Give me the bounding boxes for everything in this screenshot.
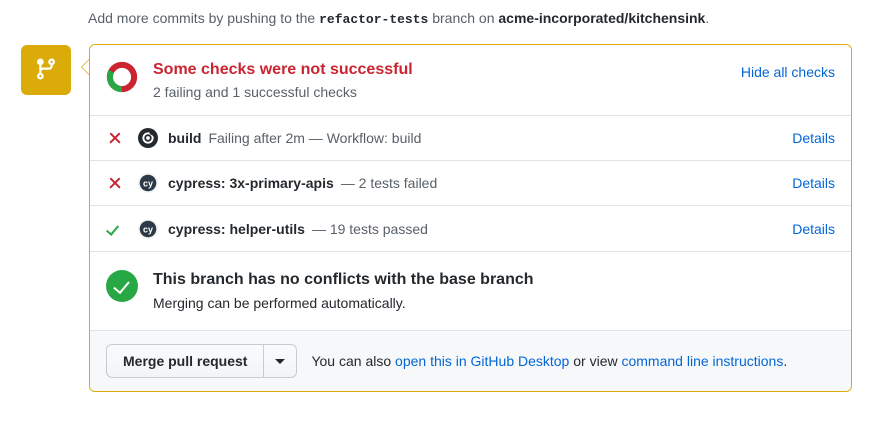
check-context-name: cypress: 3x-primary-apis (168, 175, 334, 191)
check-icon (108, 222, 123, 236)
push-commits-note: Add more commits by pushing to the refac… (88, 8, 709, 30)
hide-all-checks-link[interactable]: Hide all checks (740, 64, 835, 80)
checks-status-text: Some checks were not successful 2 failin… (153, 59, 741, 102)
check-description: — 19 tests passed (311, 220, 428, 237)
check-details-link[interactable]: Details (792, 130, 835, 146)
table-row[interactable]: cy cypress: helper-utils — 19 tests pass… (90, 206, 851, 251)
checks-status-subtitle: 2 failing and 1 successful checks (153, 84, 357, 100)
callout-arrow-fill (82, 59, 91, 75)
merge-footer: Merge pull request You can also open thi… (90, 330, 851, 391)
merge-status-box: Some checks were not successful 2 failin… (89, 44, 852, 392)
table-row[interactable]: build Failing after 2m — Workflow: build… (90, 116, 851, 161)
check-context-name: cypress: helper-utils (168, 220, 305, 237)
x-icon (108, 176, 122, 190)
open-in-github-desktop-link[interactable]: open this in GitHub Desktop (395, 353, 570, 369)
svg-text:cy: cy (143, 179, 153, 189)
checks-status-title: Some checks were not successful (153, 61, 413, 78)
check-state-failure (108, 176, 138, 190)
push-note-middle: branch on (428, 10, 499, 26)
svg-text:cy: cy (143, 224, 153, 234)
check-state-failure (108, 131, 138, 145)
merge-button-group: Merge pull request (106, 344, 298, 378)
repo-name: acme-incorporated/kitchensink (498, 10, 706, 26)
conflict-text-block: This branch has no conflicts with the ba… (153, 269, 534, 313)
cypress-icon: cy (138, 218, 158, 239)
circle-check-icon (106, 270, 138, 302)
footer-text-middle: or view (569, 353, 622, 369)
footer-text-prefix: You can also (311, 353, 396, 369)
merge-conflicts-section: This branch has no conflicts with the ba… (90, 251, 851, 330)
checks-list: build Failing after 2m — Workflow: build… (90, 115, 851, 251)
branch-name: refactor-tests (319, 12, 429, 27)
push-note-suffix: . (705, 10, 710, 26)
x-icon (108, 131, 122, 145)
cypress-icon: cy (138, 173, 158, 193)
timeline-badge (21, 45, 71, 95)
push-note-prefix: Add more commits by pushing to the (88, 10, 320, 26)
github-actions-icon (138, 128, 158, 148)
checks-status-header: Some checks were not successful 2 failin… (90, 45, 851, 115)
merge-pull-request-button[interactable]: Merge pull request (106, 344, 264, 378)
footer-text-suffix: . (783, 353, 788, 369)
table-row[interactable]: cy cypress: 3x-primary-apis — 2 tests fa… (90, 161, 851, 206)
check-description: Failing after 2m — Workflow: build (208, 130, 422, 146)
conflict-title: This branch has no conflicts with the ba… (153, 271, 534, 288)
command-line-instructions-link[interactable]: command line instructions (621, 353, 784, 369)
check-state-success (108, 222, 138, 236)
check-context-name: build (168, 130, 202, 146)
chevron-down-icon (275, 358, 286, 364)
checks-donut-chart (106, 61, 138, 93)
merge-options-dropdown-button[interactable] (263, 344, 298, 378)
merge-footer-text: You can also open this in GitHub Desktop… (311, 351, 787, 371)
git-branch-icon (34, 57, 58, 84)
check-details-link[interactable]: Details (792, 175, 835, 191)
check-description: — 2 tests failed (340, 175, 438, 191)
check-details-link[interactable]: Details (792, 220, 835, 237)
conflict-subtitle: Merging can be performed automatically. (153, 295, 406, 311)
